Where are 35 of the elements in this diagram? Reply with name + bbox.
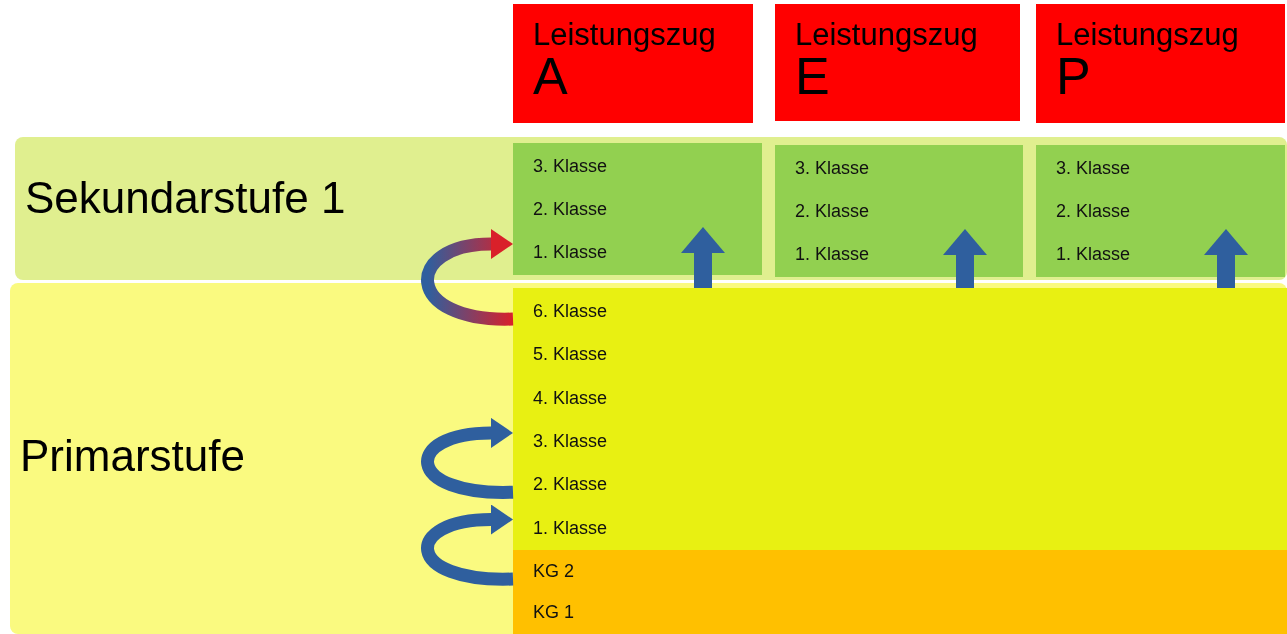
grade-label: KG 2 bbox=[513, 556, 579, 586]
grade-label: 2. Klasse bbox=[513, 469, 612, 500]
grade-label: KG 1 bbox=[513, 597, 579, 627]
grade-label: 4. Klasse bbox=[513, 382, 612, 413]
grade-label: 6. Klasse bbox=[513, 296, 612, 326]
grade-label: 3. Klasse bbox=[775, 153, 874, 183]
stage-title: Primarstufe bbox=[20, 431, 245, 481]
grade-label: 1. Klasse bbox=[775, 239, 874, 269]
arrow bbox=[1204, 229, 1248, 288]
kindergarten-block bbox=[513, 550, 1287, 634]
grade-label: 3. Klasse bbox=[1036, 153, 1135, 183]
grade-label: 1. Klasse bbox=[513, 512, 612, 543]
curved-arrow bbox=[421, 417, 514, 499]
grade-label: 2. Klasse bbox=[1036, 196, 1135, 226]
grade-label: 1. Klasse bbox=[513, 237, 612, 267]
stream-header-box bbox=[775, 4, 1020, 121]
grade-block bbox=[513, 288, 1287, 550]
class-column bbox=[775, 145, 1023, 277]
arrow bbox=[943, 229, 987, 288]
stage-band bbox=[15, 137, 1287, 280]
curved-arrow bbox=[421, 229, 514, 326]
grade-label: 1. Klasse bbox=[1036, 239, 1135, 269]
class-column bbox=[1036, 145, 1285, 277]
stream-header-box bbox=[1036, 4, 1285, 123]
grade-label: 5. Klasse bbox=[513, 339, 612, 370]
grade-label: 3. Klasse bbox=[513, 425, 612, 456]
arrow bbox=[681, 227, 725, 288]
stage-band bbox=[10, 283, 1287, 634]
grade-label: 2. Klasse bbox=[513, 194, 612, 224]
curved-arrow bbox=[421, 504, 514, 586]
grade-label: 3. Klasse bbox=[513, 151, 612, 181]
stream-header-box bbox=[513, 4, 753, 123]
grade-label: 2. Klasse bbox=[775, 196, 874, 226]
class-column bbox=[513, 143, 762, 275]
stage-title: Sekundarstufe 1 bbox=[25, 173, 346, 223]
